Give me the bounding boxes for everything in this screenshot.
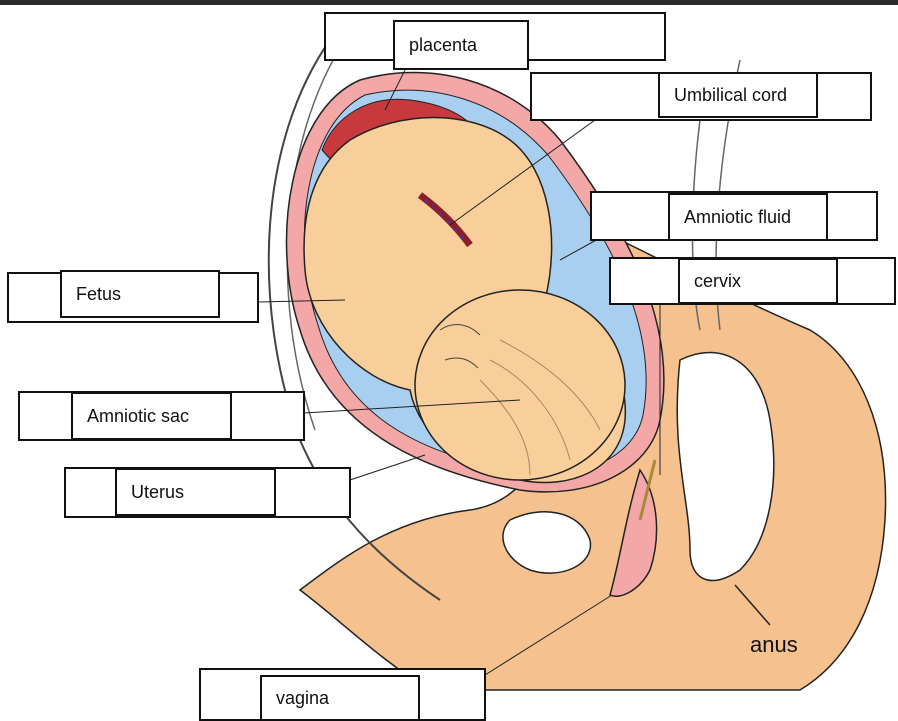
bladder xyxy=(502,511,592,574)
fetus-head xyxy=(414,289,626,481)
uterus-label[interactable]: Uterus xyxy=(115,468,276,516)
leader-anus xyxy=(734,584,771,626)
leader-uterus xyxy=(349,454,426,481)
anus-label: anus xyxy=(750,632,798,657)
umbilical-cord xyxy=(417,192,473,248)
leader-placenta xyxy=(384,69,406,111)
leader-fetus xyxy=(257,299,346,303)
leader-umbilical-cord xyxy=(449,119,596,226)
rectum xyxy=(676,351,775,581)
umbilical-cord-label[interactable]: Umbilical cord xyxy=(658,72,818,118)
vagina-label[interactable]: vagina xyxy=(260,675,420,721)
amniotic-sac-label[interactable]: Amniotic sac xyxy=(71,392,232,440)
amniotic-fluid-label[interactable]: Amniotic fluid xyxy=(668,193,828,241)
fetus-label[interactable]: Fetus xyxy=(60,270,220,318)
leader-amniotic-fluid xyxy=(559,237,601,261)
leader-vagina xyxy=(484,594,613,676)
leader-amniotic-sac xyxy=(303,399,521,414)
top-border xyxy=(0,0,898,5)
cervix-label[interactable]: cervix xyxy=(678,258,838,304)
placenta-label[interactable]: placenta xyxy=(393,20,529,70)
